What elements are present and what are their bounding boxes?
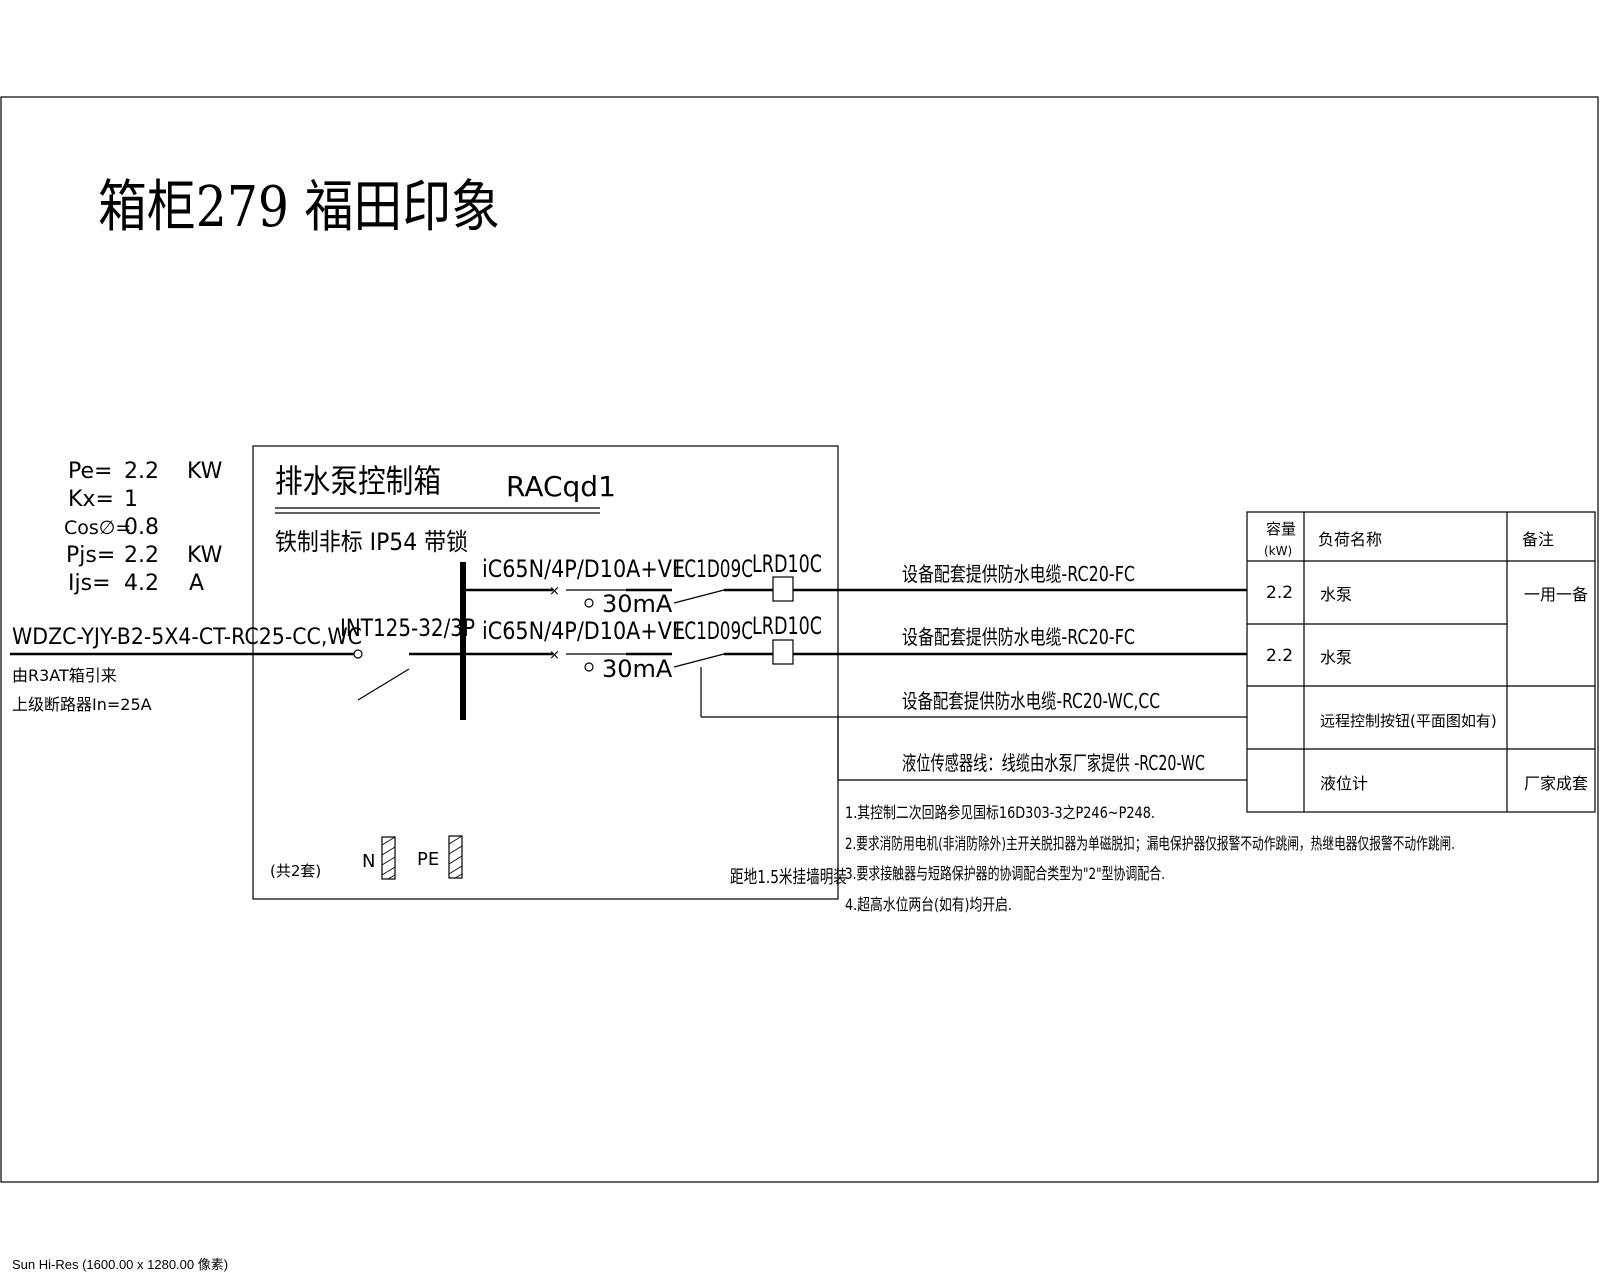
row-4-load: 液位计: [1320, 774, 1368, 793]
pe-label: Pe=: [68, 459, 112, 484]
circuit-1-cable-label: 设备配套提供防水电缆-RC20-FC: [902, 562, 1135, 586]
circuit-1-breaker-label: iC65N/4P/D10A+VE: [482, 555, 685, 583]
level-sensor-cable-label: 液位传感器线：线缆由水泵厂家提供 -RC20-WC: [902, 751, 1205, 775]
circuit-2-rcd-label: 30mA: [602, 655, 673, 683]
load-table: 容量 (kW) 负荷名称 备注 2.2 水泵 2.2 水泵 一用一备 远程控制按…: [1246, 511, 1596, 813]
control-box-outline: [252, 445, 839, 900]
load-table-outline: [1246, 511, 1596, 813]
circuit-2-breaker-label: iC65N/4P/D10A+VE: [482, 617, 685, 645]
circuit-2-cable-label: 设备配套提供防水电缆-RC20-FC: [902, 625, 1135, 649]
circuit-1-contactor-blade: [673, 589, 725, 604]
circuit-1-rcd-label: 30mA: [602, 590, 673, 618]
circuit-1-relay-label: LRD10C: [752, 550, 822, 578]
circuit-2-trip-mark: ×: [549, 648, 560, 663]
pe-terminal-hatch: [448, 835, 463, 879]
box-spec: 铁制非标 IP54 带锁: [275, 528, 468, 556]
header-load: 负荷名称: [1318, 530, 1382, 549]
viewer-caption: Sun Hi-Res (1600.00 x 1280.00 像素): [12, 1257, 229, 1272]
row-1-capacity: 2.2: [1266, 583, 1293, 603]
main-switch-contact: [353, 649, 363, 659]
cos-value: 0.8: [124, 515, 159, 540]
pjs-unit: KW: [187, 543, 223, 568]
pe-terminal-label: PE: [417, 849, 439, 870]
incoming-cable-label: WDZC-YJY-B2-5X4-CT-RC25-CC,WC: [12, 625, 362, 650]
merged-remark: 一用一备: [1524, 585, 1588, 604]
row-4-remark: 厂家成套: [1524, 774, 1588, 793]
circuit-2-rcd-symbol: [584, 662, 594, 672]
drawing-title: 箱柜279 福田印象: [98, 175, 500, 240]
incoming-feeder: WDZC-YJY-B2-5X4-CT-RC25-CC,WC 由R3AT箱引来 上…: [10, 625, 362, 714]
n-terminal-label: N: [362, 851, 375, 872]
mount-note: 距地1.5米挂墙明装: [730, 867, 847, 888]
upstream-breaker-label: 上级断路器In=25A: [12, 695, 152, 714]
kx-label: Kx=: [68, 487, 114, 512]
circuit-2-relay-symbol: [772, 639, 794, 665]
main-switch-label: INT125-32/3P: [340, 614, 475, 642]
set-count: (共2套): [270, 862, 321, 880]
circuit-1-relay-symbol: [772, 576, 794, 602]
circuit-2-relay-label: LRD10C: [752, 612, 822, 640]
cos-label: Cos∅=: [64, 517, 131, 539]
row-2-capacity: 2.2: [1266, 646, 1293, 666]
pjs-label: Pjs=: [66, 543, 115, 568]
design-notes: 1.其控制二次回路参见国标16D303-3之P246~P248. 2.要求消防用…: [845, 803, 1455, 914]
circuit-1-rcd-symbol: [584, 598, 594, 608]
circuit-1: iC65N/4P/D10A+VE × 30mA LC1D09C LRD10C 设…: [463, 550, 1247, 618]
circuit-2: iC65N/4P/D10A+VE × 30mA LC1D09C LRD10C 设…: [463, 612, 1247, 683]
header-capacity: 容量: [1266, 520, 1296, 538]
box-name: 排水泵控制箱: [275, 462, 441, 500]
kx-value: 1: [124, 487, 138, 512]
circuit-1-contactor-label: LC1D09C: [675, 555, 753, 583]
note-3: 3.要求接触器与短路保护器的协调配合类型为"2"型协调配合.: [845, 864, 1165, 883]
pe-value: 2.2: [124, 459, 159, 484]
pjs-value: 2.2: [124, 543, 159, 568]
ijs-unit: A: [189, 571, 204, 596]
drawing-frame: [0, 96, 1599, 1183]
pe-unit: KW: [187, 459, 223, 484]
remote-control-cable-label: 设备配套提供防水电缆-RC20-WC,CC: [902, 689, 1160, 713]
circuit-2-contactor-blade: [673, 653, 725, 668]
ijs-label: Ijs=: [68, 571, 111, 596]
note-2: 2.要求消防用电机(非消防除外)主开关脱扣器为单磁脱扣；漏电保护器仅报警不动作跳…: [845, 834, 1455, 853]
control-box: 排水泵控制箱 RACqd1 铁制非标 IP54 带锁 INT125-32/3P …: [252, 445, 1247, 900]
header-remark: 备注: [1522, 530, 1554, 549]
main-switch-blade: [357, 668, 410, 701]
header-capacity-unit: (kW): [1264, 544, 1292, 558]
ijs-value: 4.2: [124, 571, 159, 596]
load-parameters: Pe= 2.2 KW Kx= 1 Cos∅= 0.8 Pjs= 2.2 KW I…: [64, 459, 223, 596]
row-1-load: 水泵: [1320, 585, 1352, 604]
n-terminal-hatch: [381, 836, 396, 880]
incoming-from-label: 由R3AT箱引来: [12, 666, 117, 685]
box-code: RACqd1: [506, 470, 616, 503]
circuit-1-trip-mark: ×: [549, 584, 560, 599]
note-1: 1.其控制二次回路参见国标16D303-3之P246~P248.: [845, 803, 1155, 822]
note-4: 4.超高水位两台(如有)均开启.: [845, 895, 1012, 914]
row-3-load: 远程控制按钮(平面图如有): [1320, 712, 1497, 730]
row-2-load: 水泵: [1320, 648, 1352, 667]
circuit-2-contactor-label: LC1D09C: [675, 617, 753, 645]
